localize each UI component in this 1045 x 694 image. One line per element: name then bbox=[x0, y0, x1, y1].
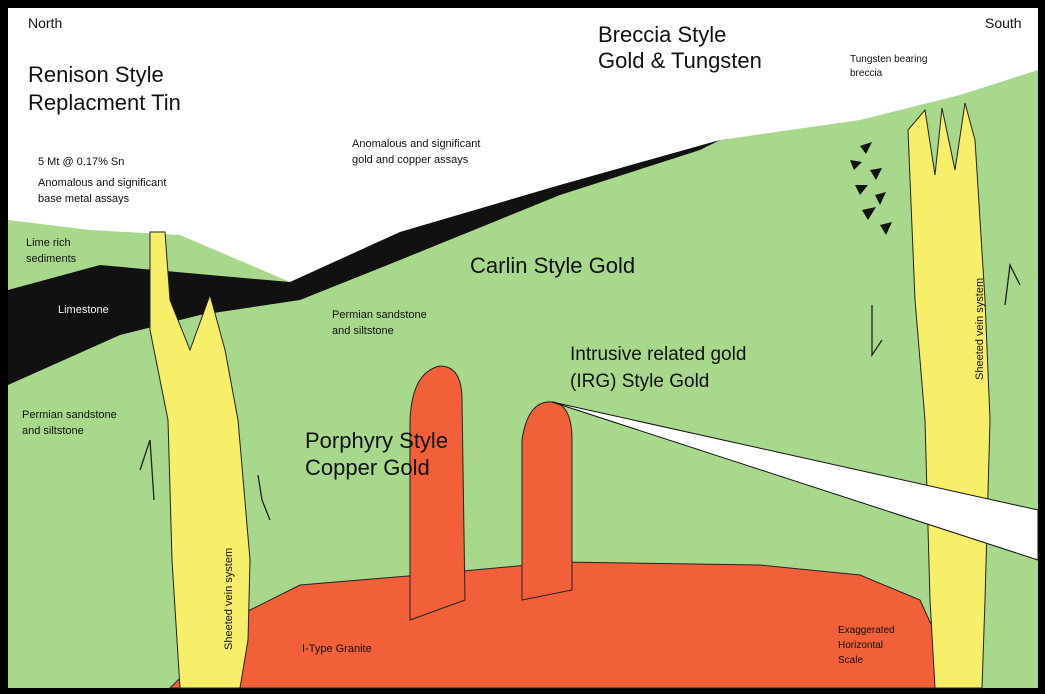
renison-title-2: Replacment Tin bbox=[28, 90, 181, 115]
tin-grade-note: 5 Mt @ 0.17% Sn bbox=[38, 156, 124, 168]
tungsten-note-2: breccia bbox=[850, 68, 883, 79]
granite-label: I-Type Granite bbox=[302, 643, 372, 655]
exaggerated-note-1: Exaggerated bbox=[838, 625, 895, 636]
gold-copper-note-1: Anomalous and significant bbox=[352, 138, 480, 150]
south-label: South bbox=[985, 15, 1022, 31]
lime-rich-label-1: Lime rich bbox=[26, 237, 71, 249]
irg-title-1: Intrusive related gold bbox=[570, 344, 746, 365]
granite-stock-right bbox=[522, 402, 572, 600]
exaggerated-note-3: Scale bbox=[838, 655, 863, 666]
renison-title-1: Renison Style bbox=[28, 62, 164, 87]
limestone-label: Limestone bbox=[58, 304, 109, 316]
permian-left-label-2: and siltstone bbox=[22, 425, 84, 437]
permian-upper-label-2: and siltstone bbox=[332, 325, 394, 337]
porphyry-title-1: Porphyry Style bbox=[305, 428, 448, 453]
carlin-title: Carlin Style Gold bbox=[470, 253, 635, 278]
breccia-title-2: Gold & Tungsten bbox=[598, 48, 762, 73]
lime-rich-label-2: sediments bbox=[26, 253, 77, 265]
breccia-title-1: Breccia Style bbox=[598, 22, 726, 47]
base-metal-note-1: Anomalous and significant bbox=[38, 177, 166, 189]
vein-label-right: Sheeted vein system bbox=[974, 278, 986, 380]
porphyry-title-2: Copper Gold bbox=[305, 455, 430, 480]
tungsten-note-1: Tungsten bearing bbox=[850, 54, 927, 65]
gold-copper-note-2: gold and copper assays bbox=[352, 154, 469, 166]
irg-title-2: (IRG) Style Gold bbox=[570, 371, 709, 392]
granite-stock-left bbox=[410, 366, 465, 620]
permian-left-label-1: Permian sandstone bbox=[22, 409, 117, 421]
vein-label-left: Sheeted vein system bbox=[223, 548, 235, 650]
permian-upper-label-1: Permian sandstone bbox=[332, 309, 427, 321]
base-metal-note-2: base metal assays bbox=[38, 193, 130, 205]
north-label: North bbox=[28, 15, 62, 31]
exaggerated-note-2: Horizontal bbox=[838, 640, 883, 651]
